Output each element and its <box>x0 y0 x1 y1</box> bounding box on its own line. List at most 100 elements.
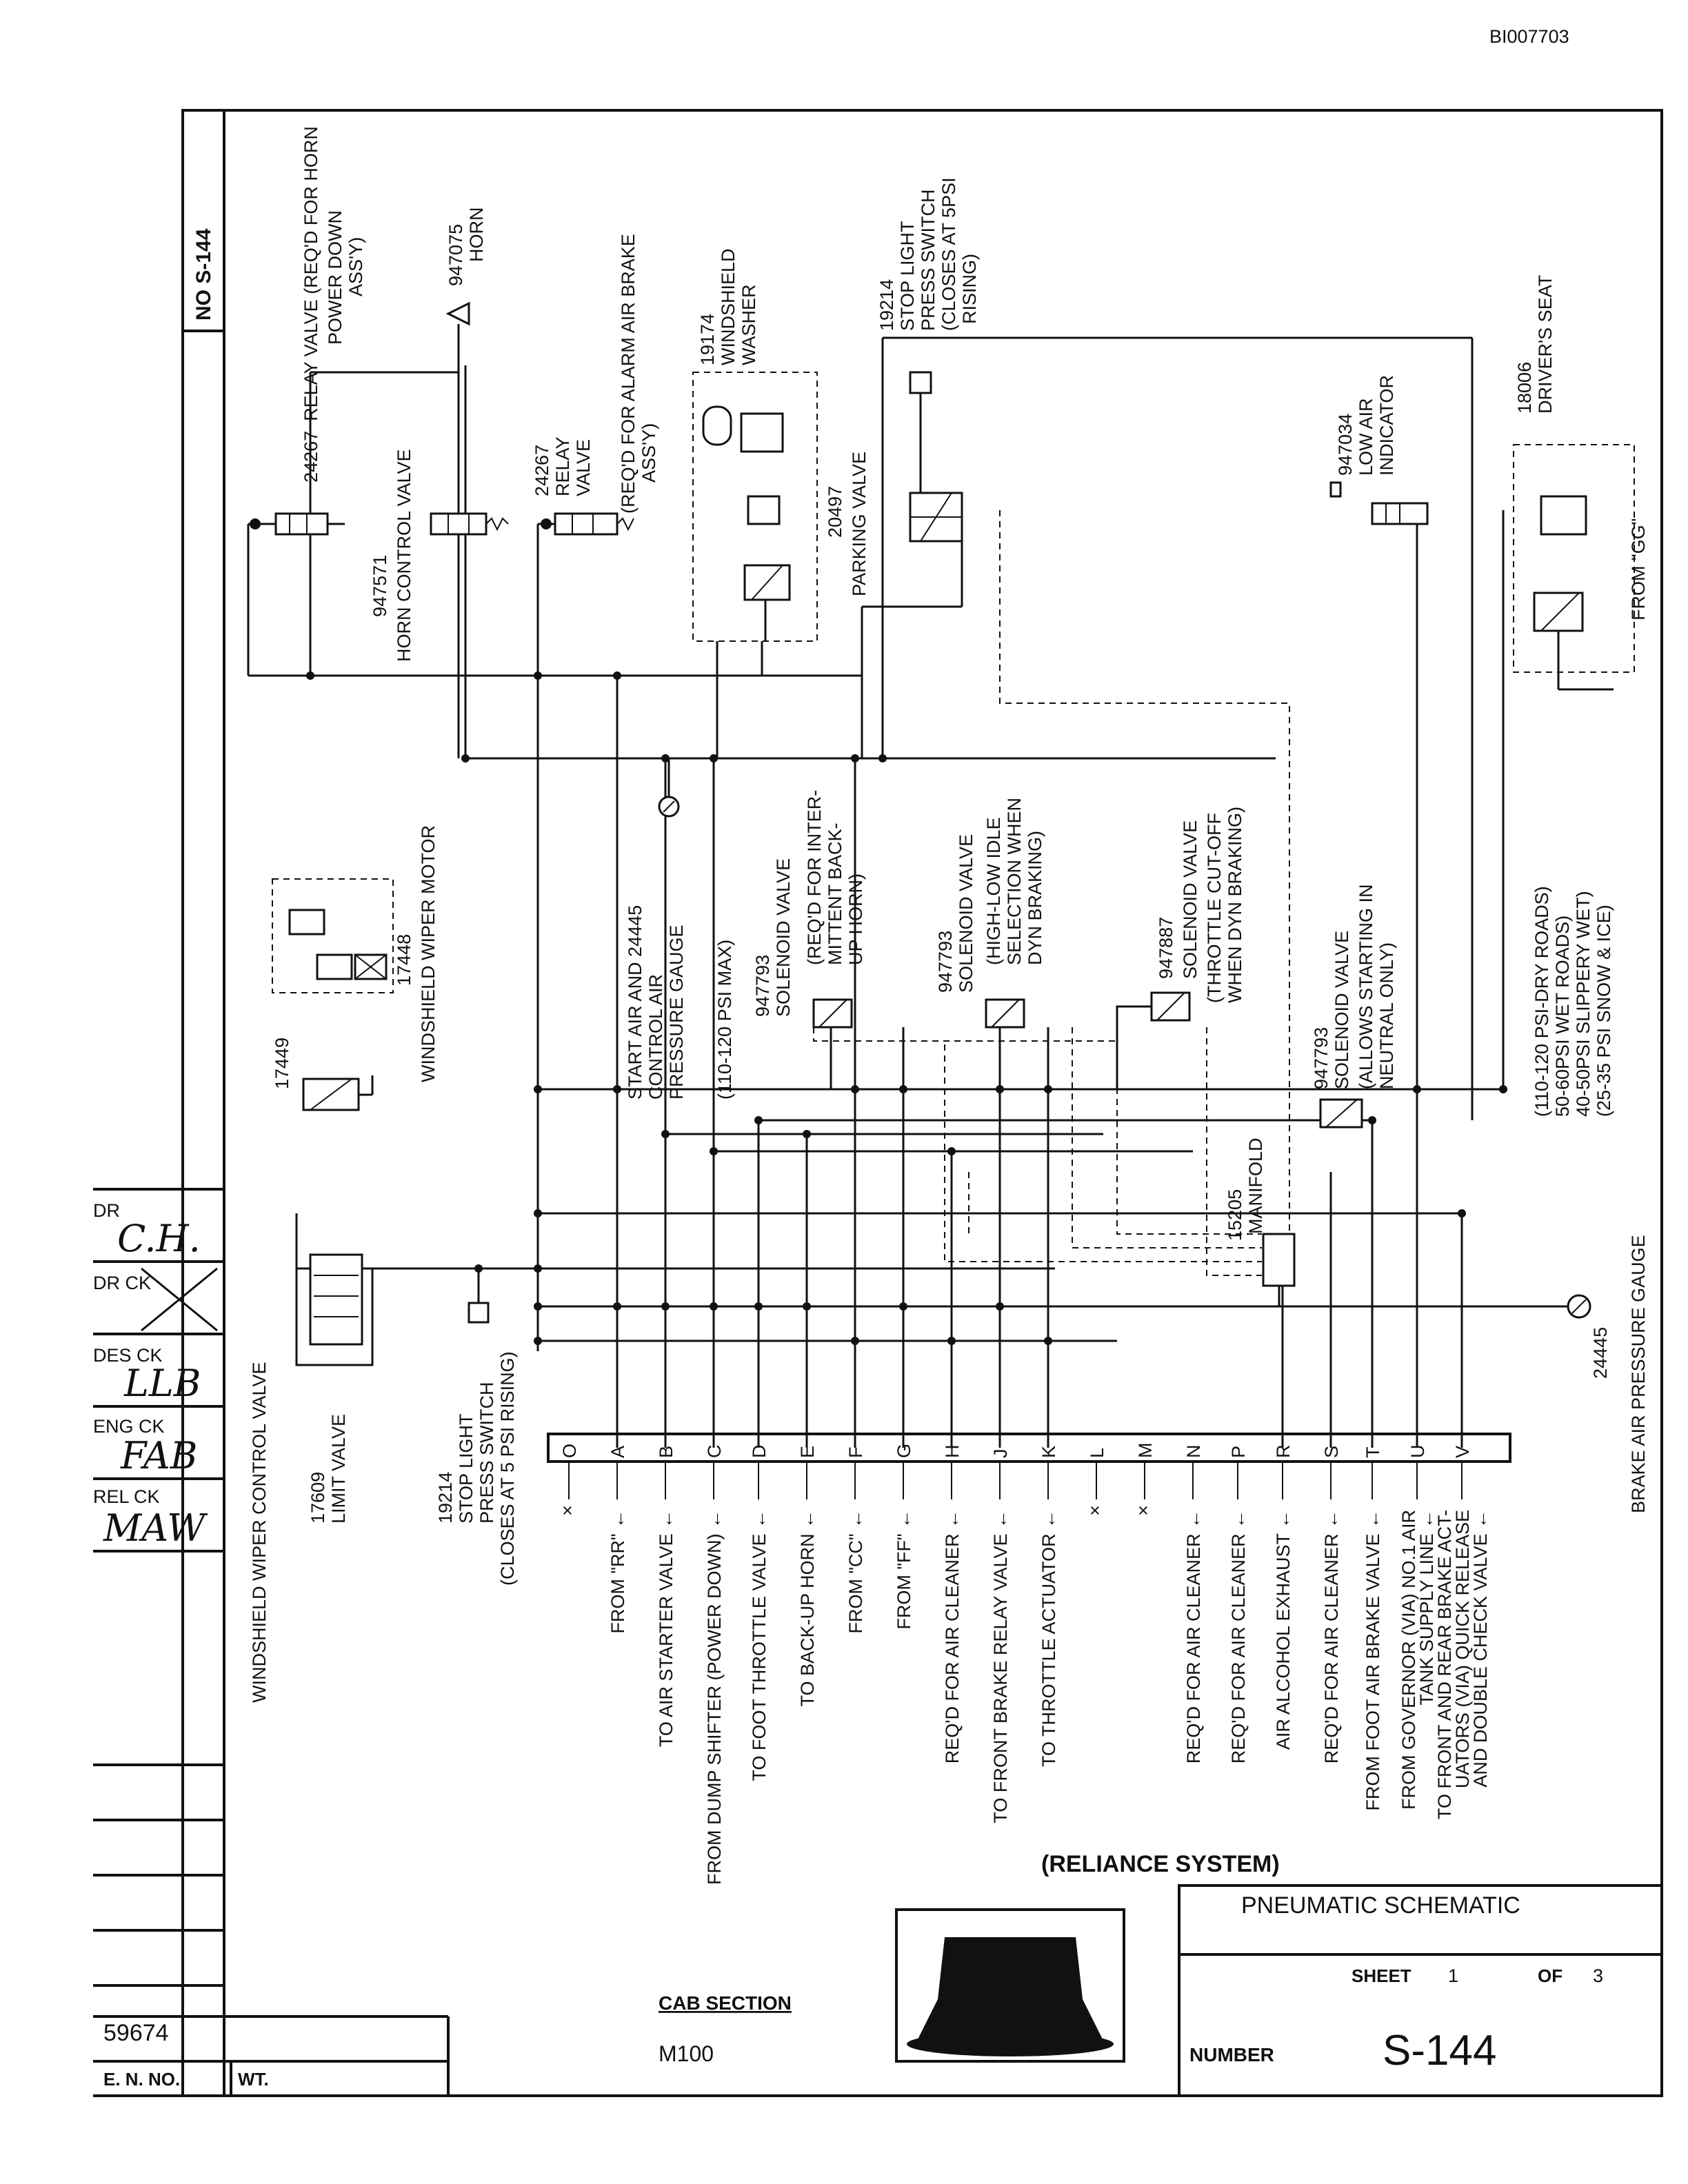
label-alarm-relay-3: (REQ'D FOR ALARM AIR BRAKE <box>618 234 639 514</box>
port-letter-k: K <box>1038 1446 1059 1458</box>
port-desc-h: REQ'D FOR AIR CLEANER ← <box>942 1510 963 1763</box>
junction-dot <box>1413 1085 1421 1093</box>
signoff-label-des-ck: DES CK <box>93 1345 163 1366</box>
label-sol-hl-3: SELECTION WHEN <box>1004 798 1025 965</box>
port-desc-b: TO AIR STARTER VALVE ← <box>656 1510 676 1747</box>
number-label: NUMBER <box>1189 2044 1274 2065</box>
label-brake-range-1: (110-120 PSI-DRY ROADS) <box>1531 886 1552 1117</box>
port-letter-g: G <box>894 1444 914 1458</box>
port-letter-b: B <box>656 1446 676 1458</box>
port-letter-c: C <box>704 1445 725 1459</box>
junction-dot <box>534 1337 542 1345</box>
junction-dot <box>710 1147 718 1155</box>
port-letter-f: F <box>845 1447 866 1459</box>
junction-dot <box>1044 1337 1052 1345</box>
junction-dot <box>851 1337 859 1345</box>
label-alarm-relay-no: 24267 <box>532 445 552 496</box>
junction-dot <box>803 1130 811 1138</box>
junction-dot <box>851 754 859 762</box>
en-no-block: 59674 E. N. NO. WT. <box>93 2015 450 2097</box>
label-sol-backup-1: SOLENOID VALVE <box>773 858 794 1017</box>
label-brake-gauge: BRAKE AIR PRESSURE GAUGE <box>1628 1235 1649 1513</box>
junction-dot <box>754 1116 763 1124</box>
label-seat: DRIVER'S SEAT <box>1535 275 1556 414</box>
label-sol-thr-1: SOLENOID VALVE <box>1180 820 1200 979</box>
junction-dot <box>613 1302 621 1311</box>
junction-dots <box>306 671 1507 1345</box>
port-letter-r: R <box>1273 1445 1294 1459</box>
port-desc-e: TO BACK-UP HORN ← <box>797 1510 818 1707</box>
label-low-air-1: LOW AIR <box>1356 398 1376 476</box>
label-sol-neu-2: (ALLOWS STARTING IN <box>1356 884 1376 1089</box>
solenoid-valve-high-low <box>985 998 1025 1029</box>
label-horn-no: 947075 <box>445 224 466 286</box>
low-air-indicator <box>1329 481 1429 525</box>
port-letter-h: H <box>942 1445 963 1459</box>
port-desc-r: AIR ALCOHOL EXHAUST ← <box>1273 1510 1294 1750</box>
horn-icon <box>445 301 470 372</box>
label-horn: HORN <box>466 208 487 263</box>
junction-dot <box>1368 1116 1376 1124</box>
label-sol-hl-2: (HIGH-LOW IDLE <box>983 817 1004 965</box>
junction-dot <box>534 1302 542 1311</box>
start-air-gauge <box>658 758 680 818</box>
system-name: (RELIANCE SYSTEM) <box>1041 1851 1280 1877</box>
solenoid-valve-backup-horn <box>812 998 853 1089</box>
label-sol-backup-2: (REQ'D FOR INTER- <box>804 790 825 965</box>
label-sol-backup-3: MITTENT BACK- <box>825 822 845 965</box>
port-letter-l: L <box>1087 1448 1107 1458</box>
label-wiper-motor: WINDSHIELD WIPER MOTOR <box>418 825 439 1082</box>
label-washer-no: 19174 <box>697 314 718 365</box>
svg-text:24267RELAY VALVE (REQ'D FOR HO: 24267RELAY VALVE (REQ'D FOR HORN <box>301 126 321 483</box>
junction-dot <box>899 1085 907 1093</box>
drawing-number-box <box>181 109 225 332</box>
label-start-air-4: (110-120 PSI MAX) <box>714 940 735 1100</box>
junction-dot <box>661 754 670 762</box>
port-desc-u: FROM GOVERNOR (VIA) NO.1 AIR <box>1398 1510 1419 1810</box>
port-desc-c: FROM DUMP SHIFTER (POWER DOWN) ← <box>704 1510 725 1885</box>
label-parking: PARKING VALVE <box>849 452 870 596</box>
label-brake-range-2: 50-60PSI WET ROADS) <box>1552 916 1573 1117</box>
signoff-label-dr: DR <box>93 1200 120 1221</box>
signoff-initials-rel-ck: MAW <box>103 1506 208 1550</box>
label-relay-valve-horn-2: POWER DOWN <box>325 210 345 345</box>
sheet-total: 3 <box>1593 1965 1603 1986</box>
of-label: OF <box>1538 1965 1563 1986</box>
junction-dot <box>710 1302 718 1311</box>
port-letter-e: E <box>797 1446 818 1458</box>
port-letter-s: S <box>1321 1446 1342 1458</box>
label-washer-1: WINDSHIELD <box>718 248 738 365</box>
port-desc-u-1: TANK SUPPLY LINE ← <box>1416 1510 1437 1706</box>
junction-dot <box>1044 1085 1052 1093</box>
label-alarm-relay-2: VALVE <box>573 439 594 496</box>
label-horn-control-no: 947571 <box>370 555 390 617</box>
port-letter-u: U <box>1407 1445 1428 1459</box>
label-relay-valve-horn-1: 24267 <box>301 431 321 483</box>
signoff-label-eng-ck: ENG CK <box>93 1416 165 1437</box>
solenoid-valve-throttle <box>1116 991 1191 1089</box>
label-stop-top-no: 19214 <box>876 279 897 331</box>
port-plugged-mark-l: × <box>1089 1500 1101 1521</box>
junction-dot <box>534 1085 542 1093</box>
junction-dot <box>996 1302 1004 1311</box>
label-stop-top-4: RISING) <box>959 254 980 324</box>
label-low-air-no: 947034 <box>1335 414 1356 476</box>
wt-label: WT. <box>238 2069 269 2090</box>
label-start-air-3: PRESSURE GAUGE <box>666 924 687 1100</box>
label-sol-thr-3: WHEN DYN BRAKING) <box>1225 807 1245 1003</box>
junction-dot <box>1458 1209 1466 1217</box>
label-stop-top-2: PRESS SWITCH <box>918 189 938 331</box>
port-plugged-mark-m: × <box>1138 1500 1149 1521</box>
manifold-block <box>1262 1233 1296 1287</box>
limit-valve <box>295 1213 538 1366</box>
port-letter-j: J <box>990 1449 1011 1459</box>
label-alarm-relay-1: RELAY <box>552 436 573 496</box>
label-manifold-no: 15205 <box>1225 1189 1245 1241</box>
label-manifold: MANIFOLD <box>1245 1138 1266 1234</box>
port-desc-j: TO FRONT BRAKE RELAY VALVE ← <box>990 1510 1011 1823</box>
company-logo <box>895 1908 1125 2063</box>
junction-dot <box>754 1302 763 1311</box>
port-letter-a: A <box>607 1446 628 1458</box>
junction-dot <box>534 1209 542 1217</box>
